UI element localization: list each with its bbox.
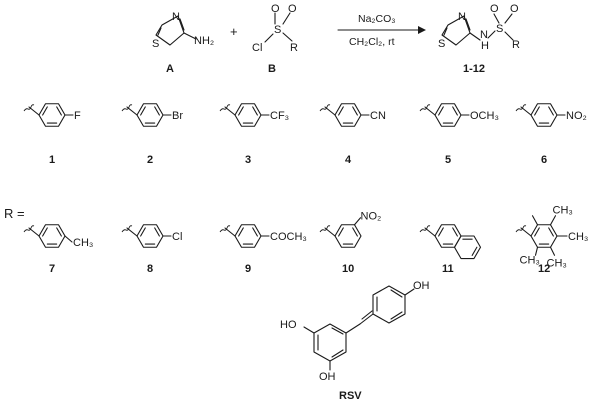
product-atom-n-amide: N [480,29,488,41]
atom-s-sulfonyl: S [274,24,281,36]
substituent-2: Br 2 [121,103,183,166]
compound-a-structure: N S NH₂ [152,11,214,50]
compound-b-structure: O O S Cl R [252,3,298,54]
product-atom-h: H [481,40,489,52]
atom-cl: Cl [252,42,262,54]
substituent-7: CH₃ 7 [23,224,93,275]
substituent-1-label: 1 [49,154,55,166]
substituent-3-label: 3 [245,154,251,166]
substituent-4: CN 4 [319,103,386,166]
substituent-5: OCH₃ 5 [419,103,499,166]
substituent-12-methyl-1: CH₃ [553,205,573,217]
condition-reagent: Na₂CO₃ [358,13,396,25]
substituent-12-label: 12 [538,263,550,275]
substituent-8-group: Cl [172,231,182,243]
substituent-11-label: 11 [442,263,454,275]
substituent-4-group: CN [370,110,386,122]
product-structure: N S N H S O O R [438,3,520,52]
substituent-9-label: 9 [245,263,251,275]
substituent-2-label: 2 [147,154,153,166]
substituent-6-group: NO₂ [566,110,587,122]
rsv-label: RSV [339,390,362,402]
product-atom-s-sulfonyl: S [496,23,503,35]
compound-a-label: A [166,63,174,75]
substituent-6: NO₂ 6 [515,103,587,166]
atom-s: S [152,38,159,50]
substituent-3: CF₃ 3 [219,103,289,166]
rsv-structure [303,285,415,371]
substituent-7-label: 7 [49,263,55,275]
substituent-3-group: CF₃ [270,110,289,122]
substituent-10-label: 10 [342,263,354,275]
substituent-5-group: OCH₃ [470,110,499,122]
atom-o-left: O [271,3,280,15]
condition-solvent: CH₂Cl₂, rt [349,36,395,48]
substituent-8: Cl 8 [121,224,182,275]
atom-o-right: O [288,3,297,15]
product-label: 1-12 [463,63,485,75]
substituent-10-group: NO₂ [361,211,382,223]
substituent-5-label: 5 [445,154,451,166]
substituent-7-group: CH₃ [73,237,93,249]
substituent-10: NO₂ 10 [319,211,382,275]
reaction-arrow [337,26,426,34]
substituent-11: 11 [419,224,482,275]
product-atom-n: N [458,11,466,23]
atom-r: R [290,42,298,54]
substituent-2-group: Br [172,110,183,122]
rsv-atom-oh: OH [413,280,430,292]
r-equals-label: R = [4,206,25,221]
substituent-1-group: F [74,110,81,122]
substituent-6-label: 6 [541,154,547,166]
product-atom-o-right: O [510,3,519,15]
substituent-12-methyl-0: CH₃ [568,231,588,243]
atom-nh2: NH₂ [194,35,214,47]
substituent-4-label: 4 [345,154,352,166]
substituent-12-methyl-2: CH₃ [520,254,540,266]
product-atom-s-ring: S [438,38,445,50]
substituent-9: COCH₃ 9 [219,224,307,275]
substituent-9-group: COCH₃ [270,231,307,243]
product-atom-o-left: O [490,3,499,15]
plus-sign: + [230,24,238,39]
rsv-atom-ho-top: HO [280,319,297,331]
substituent-8-label: 8 [147,263,153,275]
rsv-atom-oh-bottom: OH [319,371,336,383]
product-atom-r: R [512,39,520,51]
compound-b-label: B [268,63,276,75]
atom-n: N [172,11,180,23]
substituent-12-methyl-3: CH₃ [547,257,567,269]
substituent-1: F1 [23,103,81,166]
